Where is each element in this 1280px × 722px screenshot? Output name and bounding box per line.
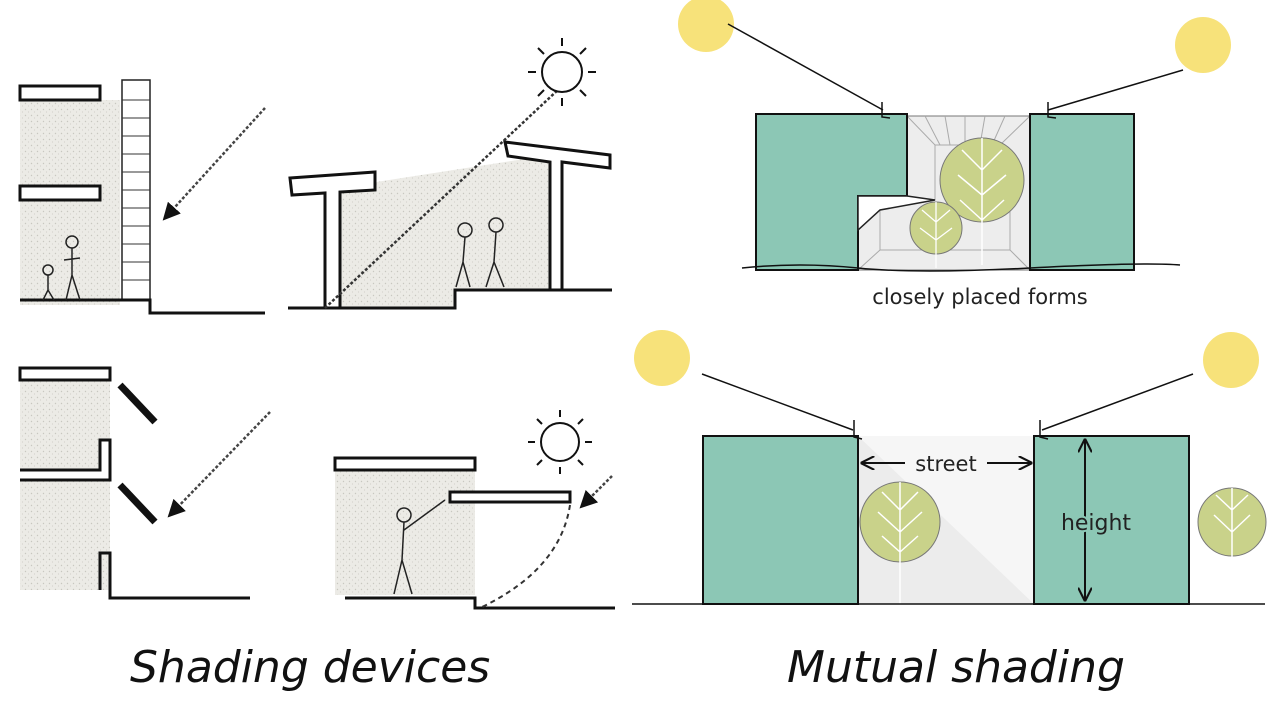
closely-placed-forms-label: closely placed forms	[872, 285, 1087, 309]
street-canyon-diagram: street height	[632, 330, 1267, 605]
sun-icon	[634, 330, 690, 386]
sun-icon	[1203, 332, 1259, 388]
building-right	[1033, 435, 1190, 605]
awning-sketch	[333, 410, 615, 610]
street-label: street	[915, 452, 976, 476]
tree-icon	[1197, 487, 1267, 604]
mutual-shading-caption: Mutual shading	[787, 642, 1125, 693]
sun-icon	[678, 0, 734, 52]
sun-icon	[528, 38, 596, 106]
angled-louvres-sketch	[18, 366, 271, 600]
height-label: height	[1061, 511, 1131, 536]
closely-placed-forms-diagram: closely placed forms	[678, 0, 1231, 309]
tree-icon	[939, 137, 1025, 265]
tree-icon	[859, 481, 941, 604]
sun-icon	[1175, 17, 1231, 73]
louvre-screen-sketch	[18, 79, 266, 315]
tree-icon	[909, 201, 963, 268]
building-right	[1029, 113, 1135, 271]
building-left	[702, 435, 859, 605]
shading-devices-illustration	[18, 38, 615, 610]
sun-icon	[528, 410, 592, 474]
shading-devices-caption: Shading devices	[130, 642, 491, 693]
mutual-shading-illustration: closely placed forms street heigh	[632, 0, 1267, 605]
sun-ray-arrow	[162, 107, 266, 221]
overhang-canopy-sketch	[288, 38, 612, 310]
